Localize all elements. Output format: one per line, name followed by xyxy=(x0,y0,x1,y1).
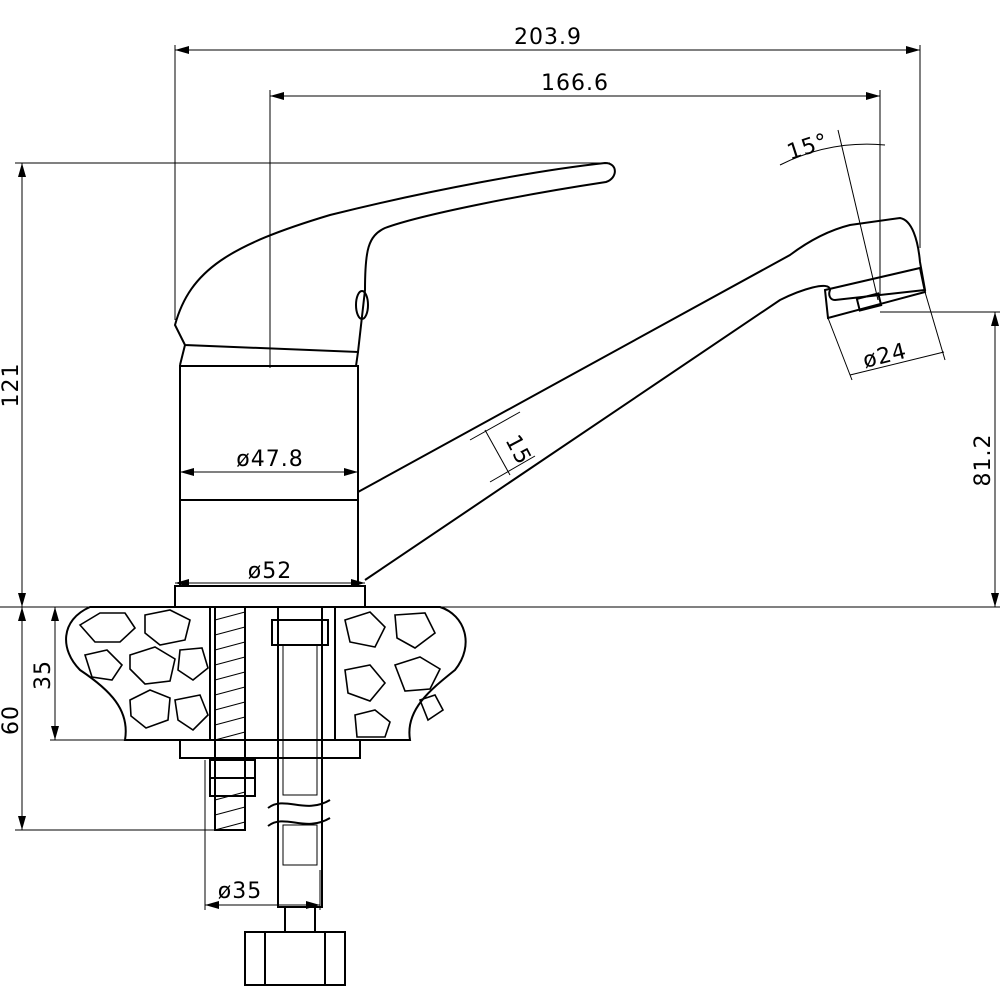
label-total-height: 121 xyxy=(0,363,24,408)
spout xyxy=(357,216,927,581)
mounting-hardware xyxy=(179,606,361,986)
dim-total-height: 121 xyxy=(0,162,610,607)
label-spout-height: 81.2 xyxy=(971,434,996,487)
lever-handle xyxy=(173,161,616,367)
label-mount-depth: 60 xyxy=(0,705,24,735)
label-spout-reach: 166.6 xyxy=(541,71,609,96)
label-countertop-thickness: 35 xyxy=(31,660,56,690)
label-body-diameter: ø47.8 xyxy=(236,447,303,472)
dim-base-diameter: ø52 xyxy=(175,559,365,587)
dim-overall-length: 203.9 xyxy=(174,25,921,320)
label-mount-hole-diameter: ø35 xyxy=(218,879,262,904)
label-base-diameter: ø52 xyxy=(248,559,292,584)
label-aerator-angle: 15° xyxy=(784,129,832,166)
faucet-body xyxy=(174,365,366,608)
dim-mount-depth: 60 xyxy=(0,607,215,831)
dim-body-diameter: ø47.8 xyxy=(180,447,358,476)
dim-aerator-diameter: ø24 xyxy=(827,291,946,381)
countertop-section xyxy=(65,606,467,741)
label-aerator-diameter: ø24 xyxy=(860,339,909,374)
dim-spout-height: 81.2 xyxy=(880,311,1000,607)
dim-countertop-thickness: 35 xyxy=(31,607,180,741)
dim-aerator-angle: 15° xyxy=(779,129,886,301)
dim-spout-reach: 166.6 xyxy=(269,71,881,368)
label-spout-thickness: 15 xyxy=(500,431,536,469)
dim-mount-hole-diameter: ø35 xyxy=(204,760,321,910)
label-overall-length: 203.9 xyxy=(514,25,582,50)
